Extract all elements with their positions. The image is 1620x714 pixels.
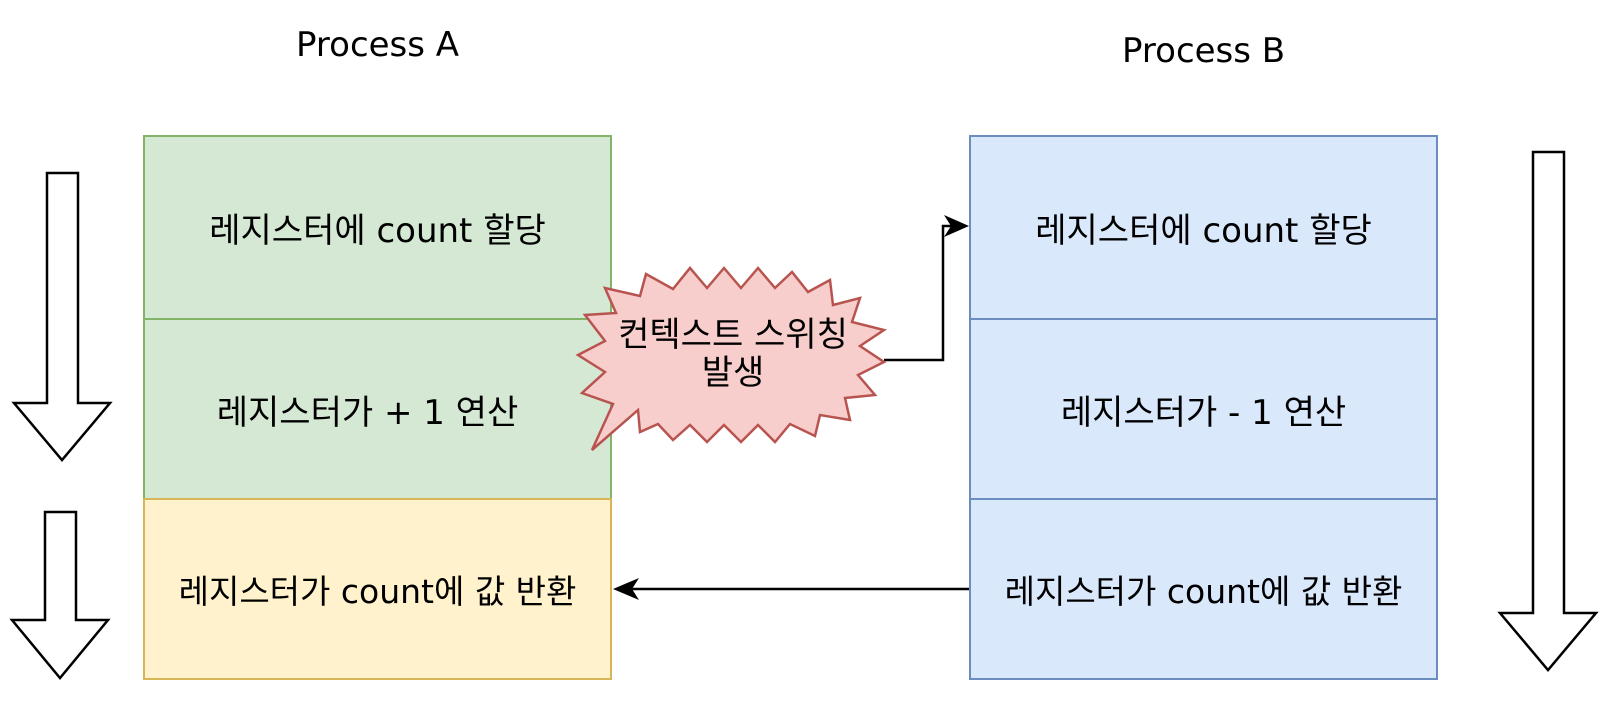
process-a-title: Process A bbox=[296, 25, 460, 65]
process-b-step-assign-label: 레지스터에 count 할당 bbox=[1035, 211, 1372, 251]
context-switch-label-line2: 발생 bbox=[701, 353, 765, 393]
process-b-step-decrement: 레지스터가 - 1 연산 bbox=[969, 318, 1438, 500]
process-a-step-return: 레지스터가 count에 값 반환 bbox=[143, 498, 612, 680]
process-a-step-assign-label: 레지스터에 count 할당 bbox=[209, 211, 546, 251]
context-switch-connector bbox=[884, 224, 955, 362]
process-a-step-return-label: 레지스터가 count에 값 반환 bbox=[178, 572, 577, 611]
process-b-title: Process B bbox=[1122, 31, 1286, 71]
process-a-step-increment: 레지스터가 + 1 연산 bbox=[143, 318, 612, 500]
process-b-step-return: 레지스터가 count에 값 반환 bbox=[969, 498, 1438, 680]
flow-down-arrow-right bbox=[1497, 150, 1599, 672]
return-arrowhead bbox=[613, 578, 639, 600]
flow-down-arrow-upper-left bbox=[11, 171, 113, 462]
context-switch-arrowhead bbox=[944, 215, 969, 237]
process-b-step-assign: 레지스터에 count 할당 bbox=[969, 135, 1438, 320]
process-a-step-increment-label: 레지스터가 + 1 연산 bbox=[216, 392, 519, 433]
process-b-step-return-label: 레지스터가 count에 값 반환 bbox=[1004, 572, 1403, 611]
context-switch-label: 컨텍스트 스위칭 발생 bbox=[598, 316, 868, 392]
process-b-step-decrement-label: 레지스터가 - 1 연산 bbox=[1060, 392, 1347, 433]
flow-down-arrow-lower-left bbox=[9, 510, 111, 680]
context-switch-burst bbox=[575, 266, 888, 451]
context-switch-label-line1: 컨텍스트 스위칭 bbox=[618, 315, 848, 355]
process-a-step-assign: 레지스터에 count 할당 bbox=[143, 135, 612, 320]
